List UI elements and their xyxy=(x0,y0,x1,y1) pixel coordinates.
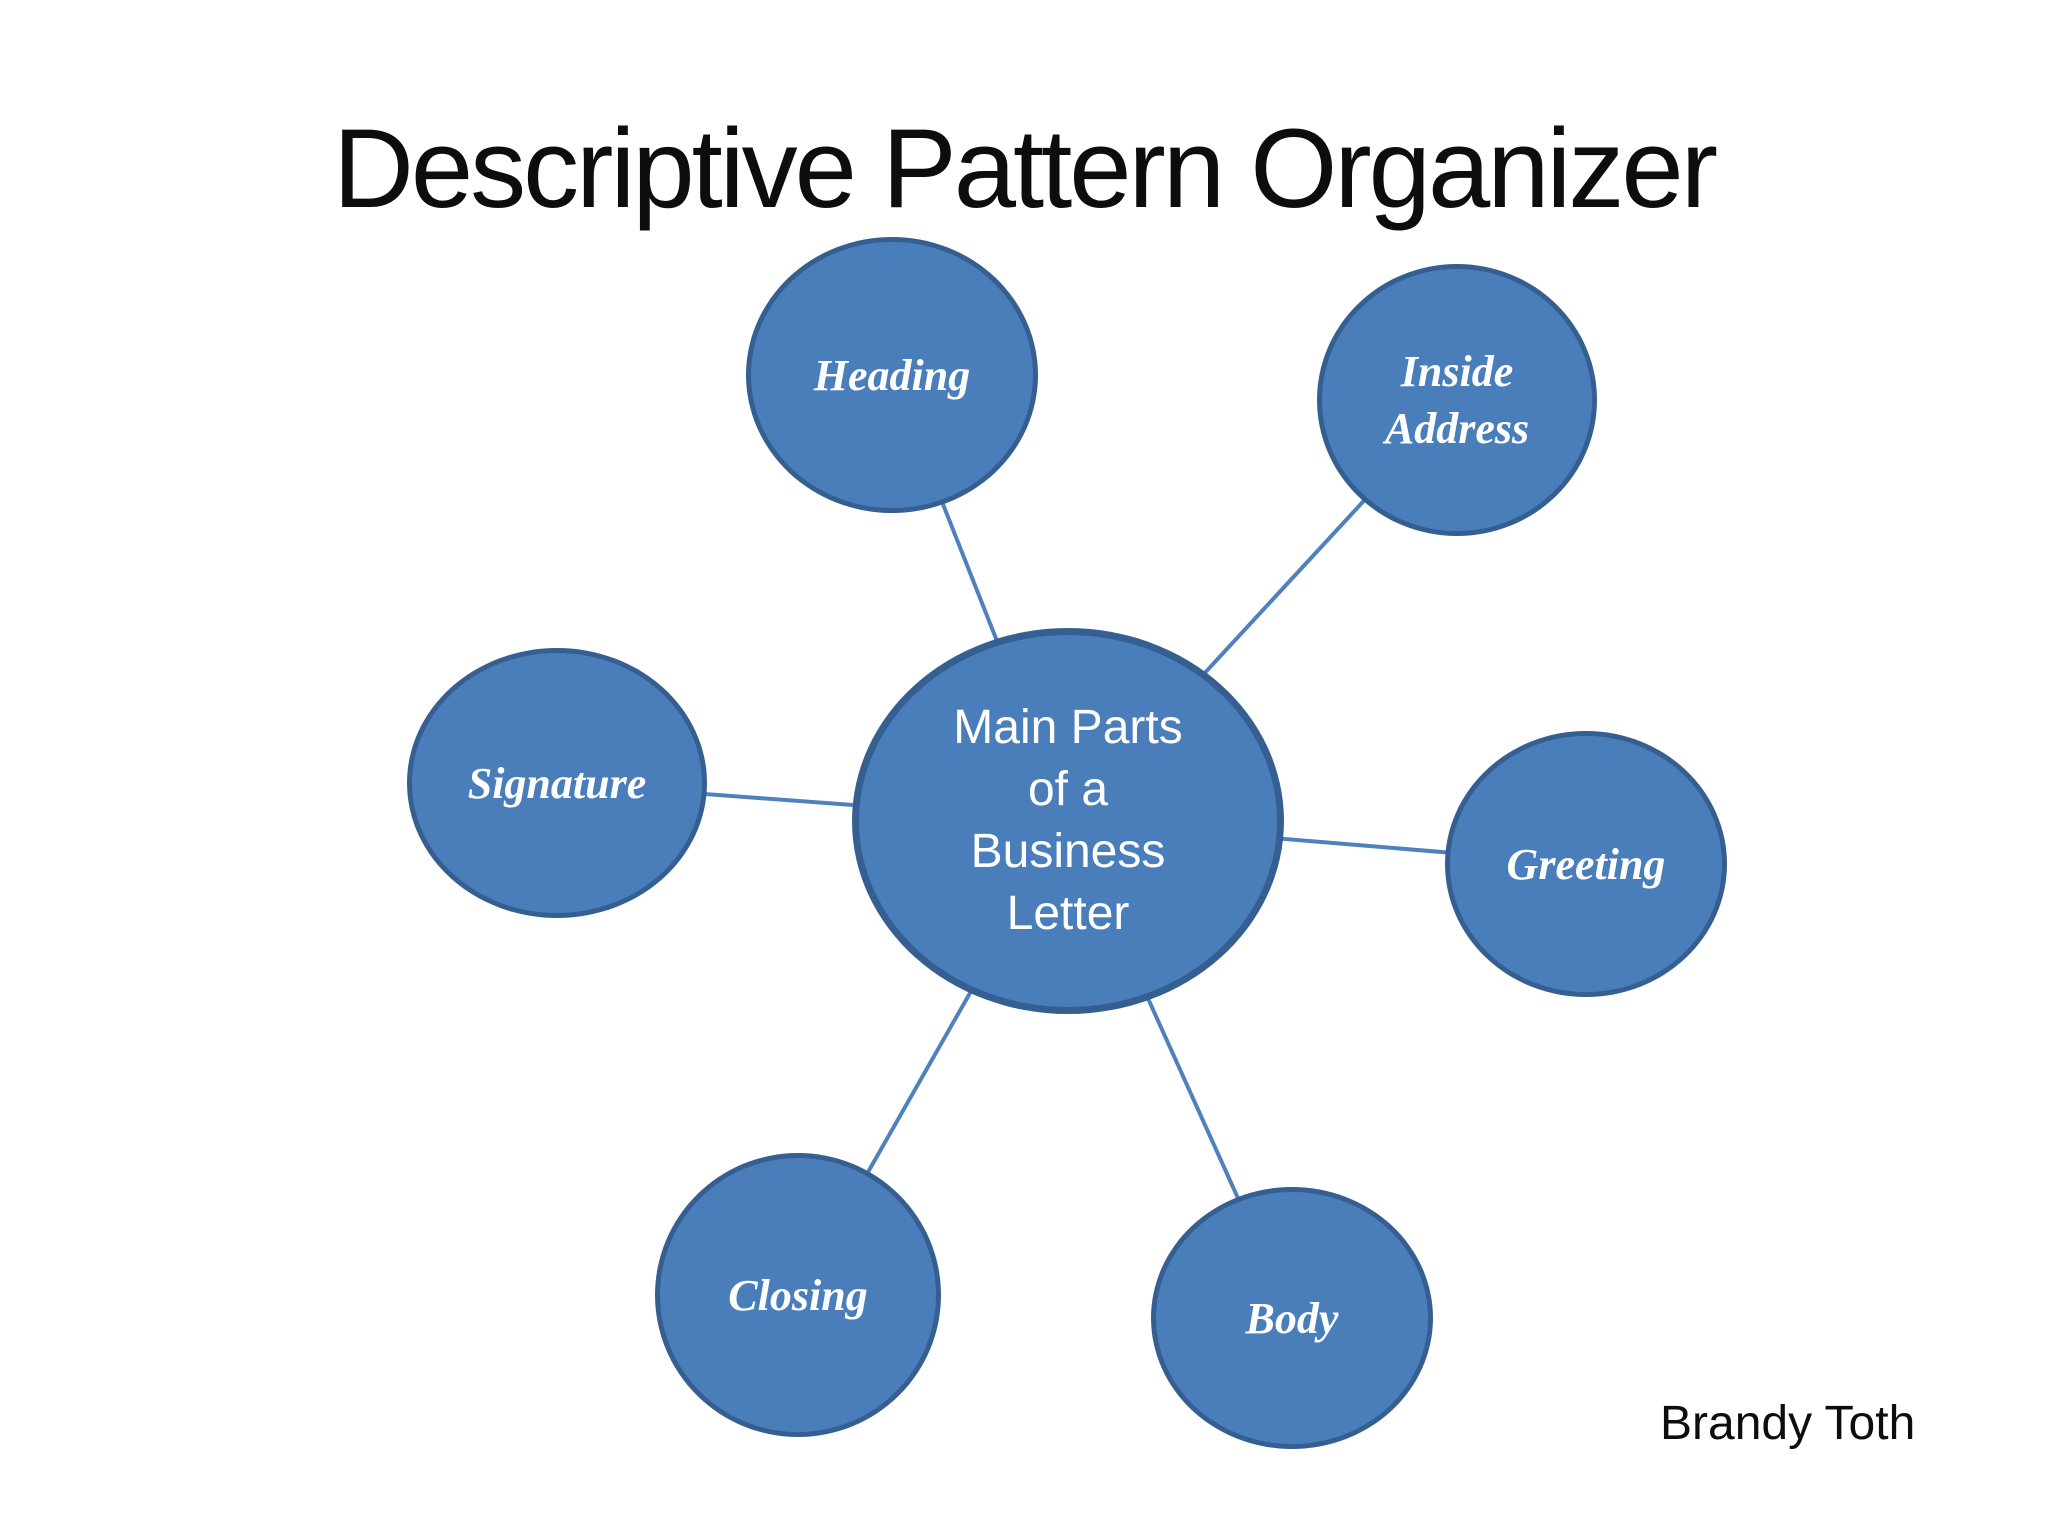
node-body[interactable]: Body xyxy=(1151,1187,1433,1449)
node-signature[interactable]: Signature xyxy=(407,648,707,918)
node-inside-address-label: Inside xyxy=(1400,347,1514,396)
node-body-label: Body xyxy=(1245,1293,1339,1343)
author-credit: Brandy Toth xyxy=(1660,1397,1916,1450)
node-signature-label: Signature xyxy=(467,758,647,808)
node-greeting-label: Greeting xyxy=(1506,839,1666,889)
slide-title: Descriptive Pattern Organizer xyxy=(332,106,1718,231)
node-greeting[interactable]: Greeting xyxy=(1445,731,1727,997)
node-inside-address[interactable]: Inside Address xyxy=(1317,264,1597,536)
node-closing[interactable]: Closing xyxy=(655,1153,941,1437)
node-closing-label: Closing xyxy=(728,1270,868,1320)
node-main-parts-label: Main Parts xyxy=(953,701,1183,754)
node-heading[interactable]: Heading xyxy=(746,237,1038,513)
node-heading-label: Heading xyxy=(813,350,971,400)
node-main-parts-label: Letter xyxy=(1006,887,1130,940)
node-main-parts[interactable]: Main Parts of a Business Letter xyxy=(852,628,1284,1014)
node-main-parts-label: of a xyxy=(1027,763,1109,816)
node-main-parts-label: Business xyxy=(970,825,1166,878)
node-inside-address-label: Address xyxy=(1384,404,1530,453)
